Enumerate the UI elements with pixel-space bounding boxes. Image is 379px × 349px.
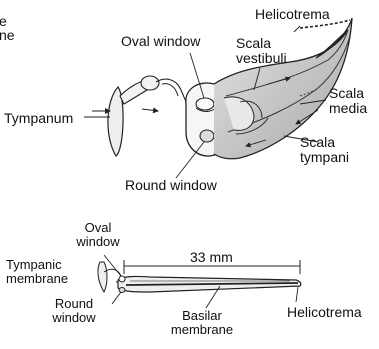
bottom-round-window-label-line2: window — [48, 311, 100, 325]
bottom-oval-window-label-line2: window — [74, 235, 122, 249]
scala-tympani-label-line2: tympani — [300, 150, 349, 165]
leader-helicotrema — [294, 26, 300, 32]
bottom-oval-window-label-line1: Oval — [74, 221, 122, 235]
leader-round-window — [176, 142, 204, 178]
leader-bottom-helicotrema — [296, 287, 298, 302]
basilar-membrane-label-line2: membrane — [166, 323, 238, 337]
scala-vestibuli-label-line2: vestibuli — [236, 51, 287, 66]
tympanic-membrane-shape — [98, 262, 107, 292]
bottom-helicotrema-label: Helicotrema — [287, 305, 362, 320]
tympanic-membrane-label-line2: membrane — [6, 272, 68, 286]
scala-tympani-label-line1: Scala — [300, 135, 335, 150]
helicotrema-label: Helicotrema — [255, 7, 330, 22]
scala-vestibuli-label-line1: Scala — [236, 36, 271, 51]
scala-media-label-line1: Scala — [329, 86, 364, 101]
oval-window-shape — [196, 98, 214, 110]
ossicles-shape — [120, 76, 190, 108]
tympanum-label: Tympanum — [4, 111, 73, 126]
round-window-label: Round window — [125, 178, 217, 193]
sound-arrow-middle — [142, 109, 158, 111]
tympanic-membrane-label-line1: Tympanic — [6, 258, 62, 272]
scala-media-label-line2: media — [329, 101, 367, 116]
round-window-shape — [200, 130, 214, 142]
leader-bottom-round-window — [112, 292, 121, 304]
bottom-round-window-label-line1: Round — [48, 297, 100, 311]
length-label: 33 mm — [190, 250, 233, 265]
oval-window-label: Oval window — [121, 34, 200, 49]
corner-label-line2: ne — [0, 28, 15, 43]
basilar-membrane-label-line1: Basilar — [166, 309, 238, 323]
